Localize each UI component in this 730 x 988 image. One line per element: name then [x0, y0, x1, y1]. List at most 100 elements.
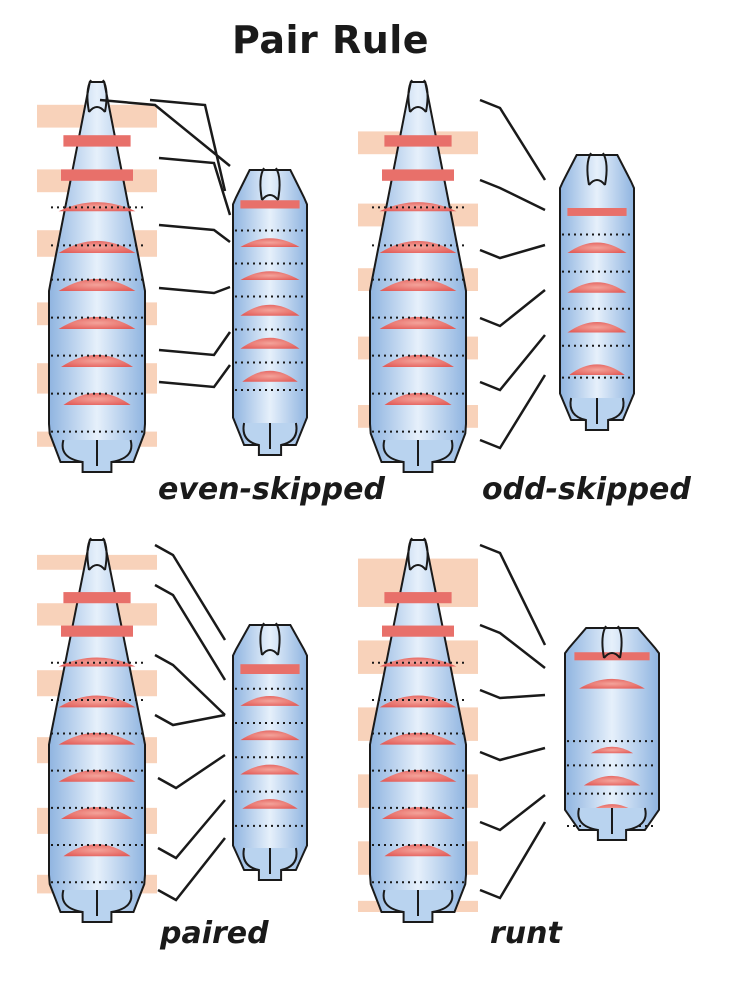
- runt-connector-line: [479, 623, 546, 669]
- odd-long-stripe: [382, 169, 454, 181]
- odd-connector-line: [479, 178, 546, 212]
- paired-short-tail: [242, 847, 298, 881]
- even-connector-line: [158, 156, 232, 216]
- paired-long-head: [86, 537, 108, 571]
- even-long-stripe: [58, 316, 136, 329]
- odd-short-tail: [569, 397, 625, 431]
- runt-short-stripe: [590, 746, 634, 754]
- runt-connector-line: [479, 794, 546, 832]
- odd-long-head: [407, 79, 429, 113]
- paired-connector-line: [157, 837, 226, 902]
- odd-connector-line: [479, 334, 546, 392]
- even-connector-line: [149, 98, 227, 192]
- paired-connector-line: [157, 753, 226, 790]
- paired-short-stripe: [240, 696, 300, 706]
- even-connector-line: [158, 331, 232, 357]
- runt-short-stripe: [583, 775, 641, 786]
- paired-connector-line: [154, 713, 226, 727]
- even-short-stripe: [240, 238, 300, 247]
- runt-long-stripe: [379, 657, 457, 667]
- even-long-stripe: [58, 240, 136, 253]
- runt-long-stripe: [379, 769, 457, 782]
- even-long-stripe: [58, 202, 136, 212]
- even-short-stripe: [240, 200, 300, 209]
- even-long-stripe: [61, 169, 133, 181]
- odd-long-stripe: [379, 278, 457, 291]
- even-connector-line: [158, 285, 231, 295]
- runt-long-head: [407, 537, 429, 571]
- paired-short-stripe: [240, 664, 300, 674]
- paired-short-stripe: [240, 730, 300, 741]
- paired-long-stripe: [58, 695, 136, 708]
- even-long-stripe: [61, 354, 133, 367]
- even-long-stripe: [63, 135, 131, 147]
- paired-short-head: [259, 622, 281, 656]
- odd-short-stripe: [567, 208, 627, 216]
- even-connector-line: [99, 98, 231, 167]
- paired-short-stripe: [240, 764, 300, 775]
- even-short-head: [259, 167, 281, 201]
- runt-long-stripe: [384, 592, 452, 604]
- paired-long-stripe: [58, 657, 136, 667]
- runt-short-body: [564, 627, 660, 831]
- runt-long-stripe: [379, 695, 457, 708]
- odd-short-stripe: [567, 242, 627, 254]
- even-connector-line: [158, 364, 232, 389]
- even-long-stripe: [58, 278, 136, 291]
- paired-short-stripe: [242, 798, 298, 809]
- paired-connector-line: [157, 799, 226, 860]
- runt-long-tail: [382, 889, 454, 923]
- runt-connector-line: [479, 821, 547, 900]
- even-short-stripe: [242, 370, 298, 382]
- paired-connector-line: [154, 653, 226, 716]
- paired-long-tail: [61, 889, 133, 923]
- runt-connector-line: [479, 688, 546, 700]
- odd-short-head: [586, 152, 608, 186]
- gene-label-odd-skipped: odd-skipped: [482, 472, 691, 507]
- even-long-tail: [61, 439, 133, 473]
- odd-long-stripe: [384, 135, 452, 147]
- even-short-stripe: [240, 271, 300, 280]
- odd-connector-line: [479, 98, 547, 181]
- paired-long-stripe: [63, 844, 131, 857]
- even-connector-line: [158, 223, 231, 243]
- even-short-stripe: [240, 337, 300, 349]
- paired-long-stripe: [58, 769, 136, 782]
- runt-long-stripe: [382, 807, 454, 819]
- odd-long-stripe: [382, 354, 454, 367]
- runt-long-stripe: [384, 844, 452, 857]
- odd-long-stripe: [384, 392, 452, 405]
- runt-connector-line: [479, 543, 547, 646]
- odd-long-stripe: [379, 202, 457, 212]
- paired-short-body: [232, 624, 308, 871]
- runt-long-stripe: [382, 625, 454, 637]
- runt-short-head: [601, 625, 623, 659]
- odd-long-stripe: [379, 316, 457, 329]
- even-short-stripe: [240, 304, 300, 316]
- paired-long-stripe: [61, 807, 133, 819]
- paired-long-stripe: [58, 732, 136, 745]
- even-long-head: [86, 79, 108, 113]
- runt-short-stripe: [579, 678, 645, 689]
- runt-connector-line: [479, 746, 546, 762]
- paired-connector-line: [154, 583, 227, 681]
- even-long-stripe: [63, 392, 131, 405]
- runt-short-stripe: [574, 652, 650, 661]
- odd-short-stripe: [567, 321, 627, 333]
- odd-long-stripe: [379, 240, 457, 253]
- gene-label-runt: runt: [490, 916, 562, 951]
- runt-long-stripe: [379, 732, 457, 745]
- gene-label-even-skipped: even-skipped: [158, 472, 385, 507]
- odd-connector-line: [479, 289, 546, 328]
- diagram-title: Pair Rule: [232, 18, 430, 62]
- odd-short-stripe: [569, 364, 625, 375]
- odd-long-tail: [382, 439, 454, 473]
- even-short-tail: [242, 422, 298, 456]
- paired-long-stripe: [63, 592, 131, 604]
- paired-connector-line: [154, 543, 227, 641]
- odd-connector-line: [479, 243, 546, 260]
- gene-label-paired: paired: [160, 916, 269, 951]
- odd-connector-line: [479, 374, 547, 450]
- odd-short-stripe: [567, 282, 627, 293]
